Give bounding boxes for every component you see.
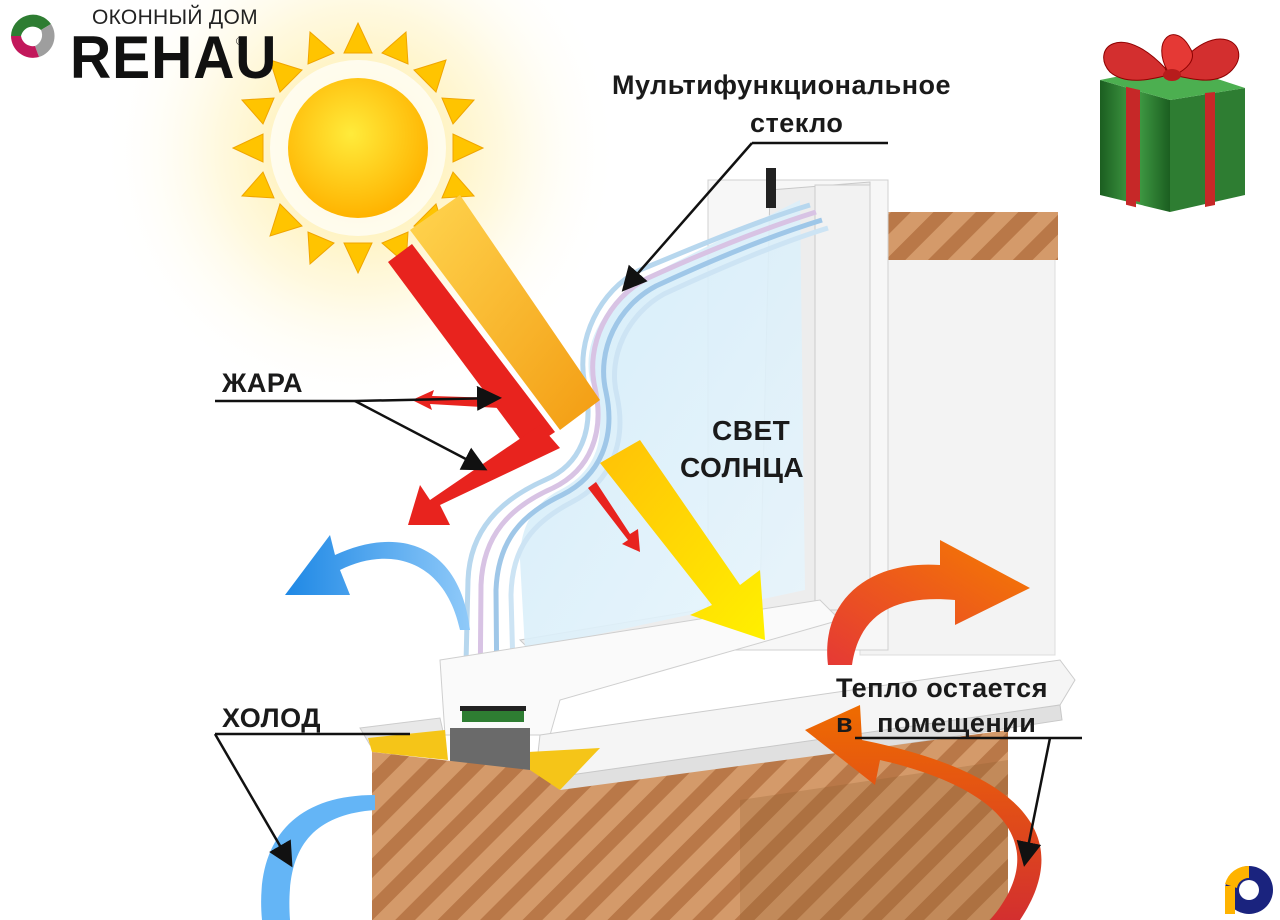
cold-arrow-bottom bbox=[261, 795, 375, 920]
yellow-seal-2 bbox=[528, 748, 600, 790]
label-warm-line1: Тепло остается bbox=[836, 673, 1048, 703]
yellow-seal bbox=[368, 730, 448, 760]
frame-post bbox=[814, 184, 871, 611]
light-arrow bbox=[600, 440, 765, 640]
label-glass-line1: Мультифункциональное bbox=[612, 70, 952, 100]
glass-pane bbox=[520, 200, 805, 650]
gift-icon bbox=[1100, 34, 1245, 212]
label-light-line1: СВЕТ bbox=[712, 415, 791, 446]
brick-wall bbox=[372, 730, 1008, 920]
logo-brand: REHAU bbox=[70, 24, 278, 91]
brick-top bbox=[860, 212, 1058, 260]
brick-wall-shade bbox=[740, 760, 1008, 920]
frame-top-bar bbox=[766, 168, 776, 208]
rehau-logo-icon bbox=[11, 14, 55, 58]
leader-lines bbox=[213, 141, 1082, 868]
spacer-dark bbox=[460, 706, 526, 711]
logo-tagline: ОКОННЫЙ ДОМ bbox=[92, 6, 258, 29]
label-light-line2: СОЛНЦА bbox=[680, 452, 805, 483]
label-warm-line2: в помещении bbox=[836, 708, 1037, 738]
warm-arrow-bottom bbox=[805, 705, 1042, 920]
cold-arrow-top bbox=[285, 535, 470, 630]
warm-arrow-top bbox=[827, 540, 1030, 665]
spacer bbox=[462, 710, 524, 722]
label-glass-line2: стекло bbox=[750, 108, 844, 138]
sun-icon bbox=[231, 21, 485, 275]
corner-badge-icon bbox=[1225, 865, 1273, 914]
label-cold: ХОЛОД bbox=[222, 703, 321, 733]
label-heat: ЖАРА bbox=[222, 368, 304, 398]
sun-beam bbox=[410, 195, 600, 430]
logo-reg-mark: ® bbox=[236, 36, 245, 48]
